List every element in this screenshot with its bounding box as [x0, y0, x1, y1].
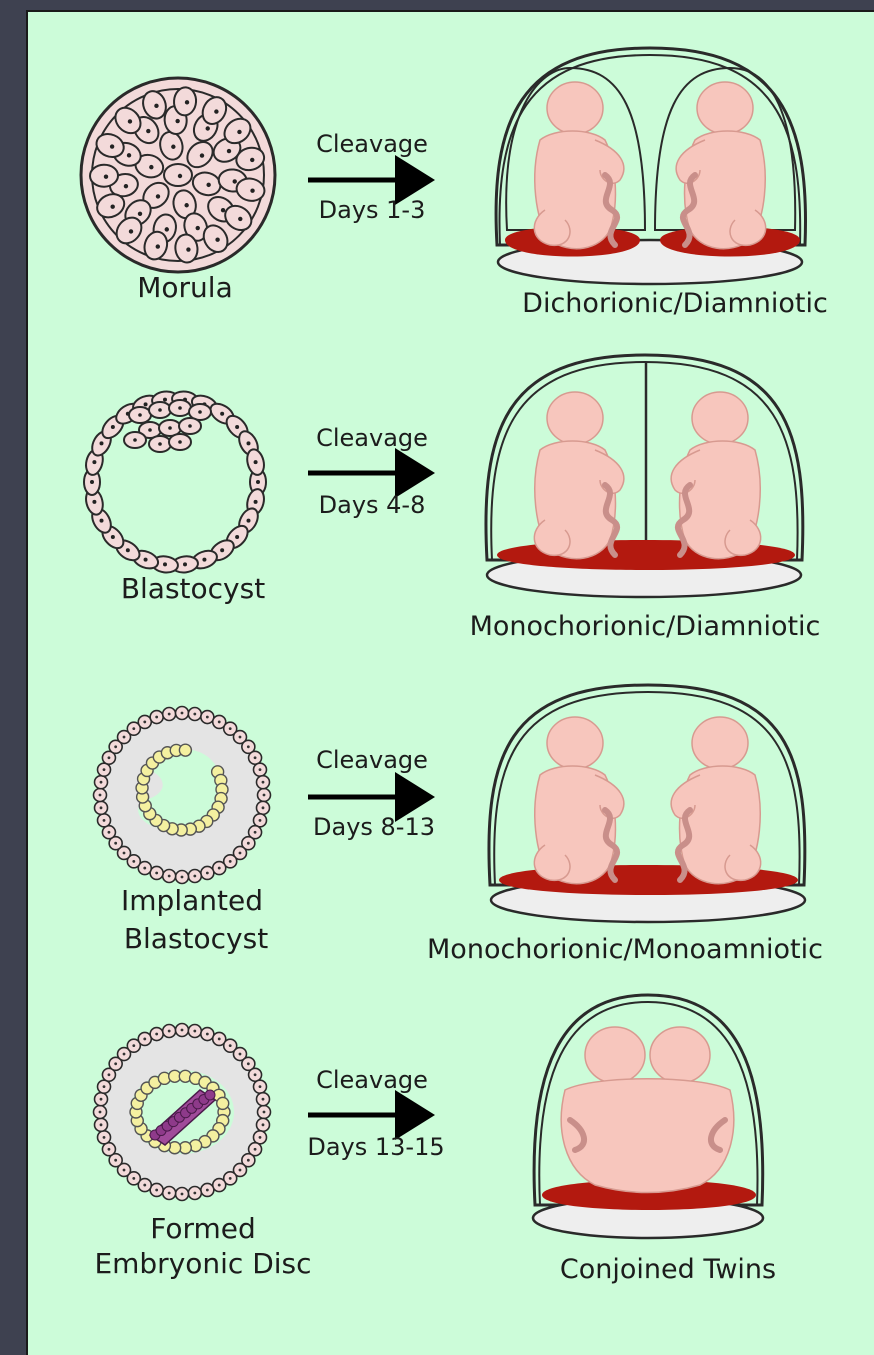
- outcome-label-conjoined-twins: Conjoined Twins: [560, 1254, 776, 1285]
- cleavage-arrow-4: Cleavage Days 13-15: [307, 1066, 444, 1161]
- row-3: Implanted Blastocyst Cleavage Days 8-13 …: [94, 685, 823, 965]
- stage-label-implanted: Implanted: [121, 884, 263, 917]
- days-label: Days 13-15: [307, 1133, 444, 1161]
- monochorionic-diamniotic-illustration: [486, 355, 803, 597]
- row-2: Blastocyst Cleavage Days 4-8 Monochorion…: [84, 355, 821, 642]
- stage-label-blastocyst-2: Blastocyst: [124, 922, 268, 955]
- embryonic-disc-illustration: [94, 1024, 271, 1201]
- cleavage-label: Cleavage: [316, 1066, 428, 1094]
- dichorionic-diamniotic-illustration: [496, 48, 805, 284]
- row-4: Formed Embryonic Disc Cleavage Days 13-1…: [94, 995, 777, 1285]
- conjoined-twins-illustration: [533, 995, 763, 1238]
- cleavage-label: Cleavage: [316, 424, 428, 452]
- morula-illustration: [81, 78, 275, 272]
- days-label: Days 1-3: [319, 196, 426, 224]
- monochorionic-monoamniotic-illustration: [489, 685, 805, 922]
- cleavage-arrow-2: Cleavage Days 4-8: [308, 424, 428, 519]
- outcome-label-monochorionic-monoamniotic: Monochorionic/Monoamniotic: [427, 934, 823, 965]
- days-label: Days 4-8: [319, 491, 426, 519]
- stage-label-morula: Morula: [137, 271, 232, 304]
- days-label: Days 8-13: [313, 813, 435, 841]
- cleavage-label: Cleavage: [316, 746, 428, 774]
- implanted-blastocyst-illustration: [94, 707, 271, 884]
- outcome-label-dichorionic-diamniotic: Dichorionic/Diamniotic: [522, 288, 828, 319]
- row-1: Morula Cleavage Days 1-3 Dichorionic/Dia…: [81, 48, 828, 319]
- outcome-label-monochorionic-diamniotic: Monochorionic/Diamniotic: [470, 611, 821, 642]
- cleavage-arrow-3: Cleavage Days 8-13: [308, 746, 435, 841]
- stage-label-formed: Formed: [150, 1212, 256, 1245]
- cleavage-label: Cleavage: [316, 130, 428, 158]
- stage-label-embryonic-disc: Embryonic Disc: [94, 1247, 311, 1280]
- cleavage-arrow-1: Cleavage Days 1-3: [308, 130, 428, 224]
- blastocyst-illustration: [84, 390, 267, 574]
- stage-label-blastocyst: Blastocyst: [121, 572, 265, 605]
